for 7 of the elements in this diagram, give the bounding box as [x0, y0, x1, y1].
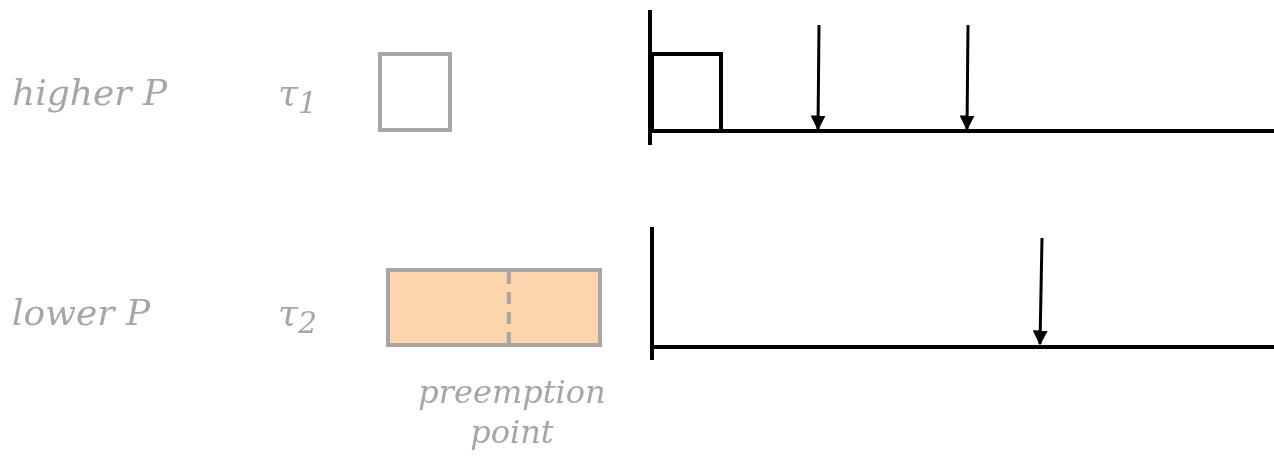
task-box: [386, 268, 602, 347]
task-label: τ$_{2}$: [278, 292, 317, 341]
task-label: τ$_{1}$: [278, 72, 317, 121]
task-box: [378, 52, 452, 132]
priority-label: higher P: [12, 72, 168, 113]
priority-label: lower P: [12, 292, 151, 333]
annotation-label: preemption point: [417, 372, 607, 452]
